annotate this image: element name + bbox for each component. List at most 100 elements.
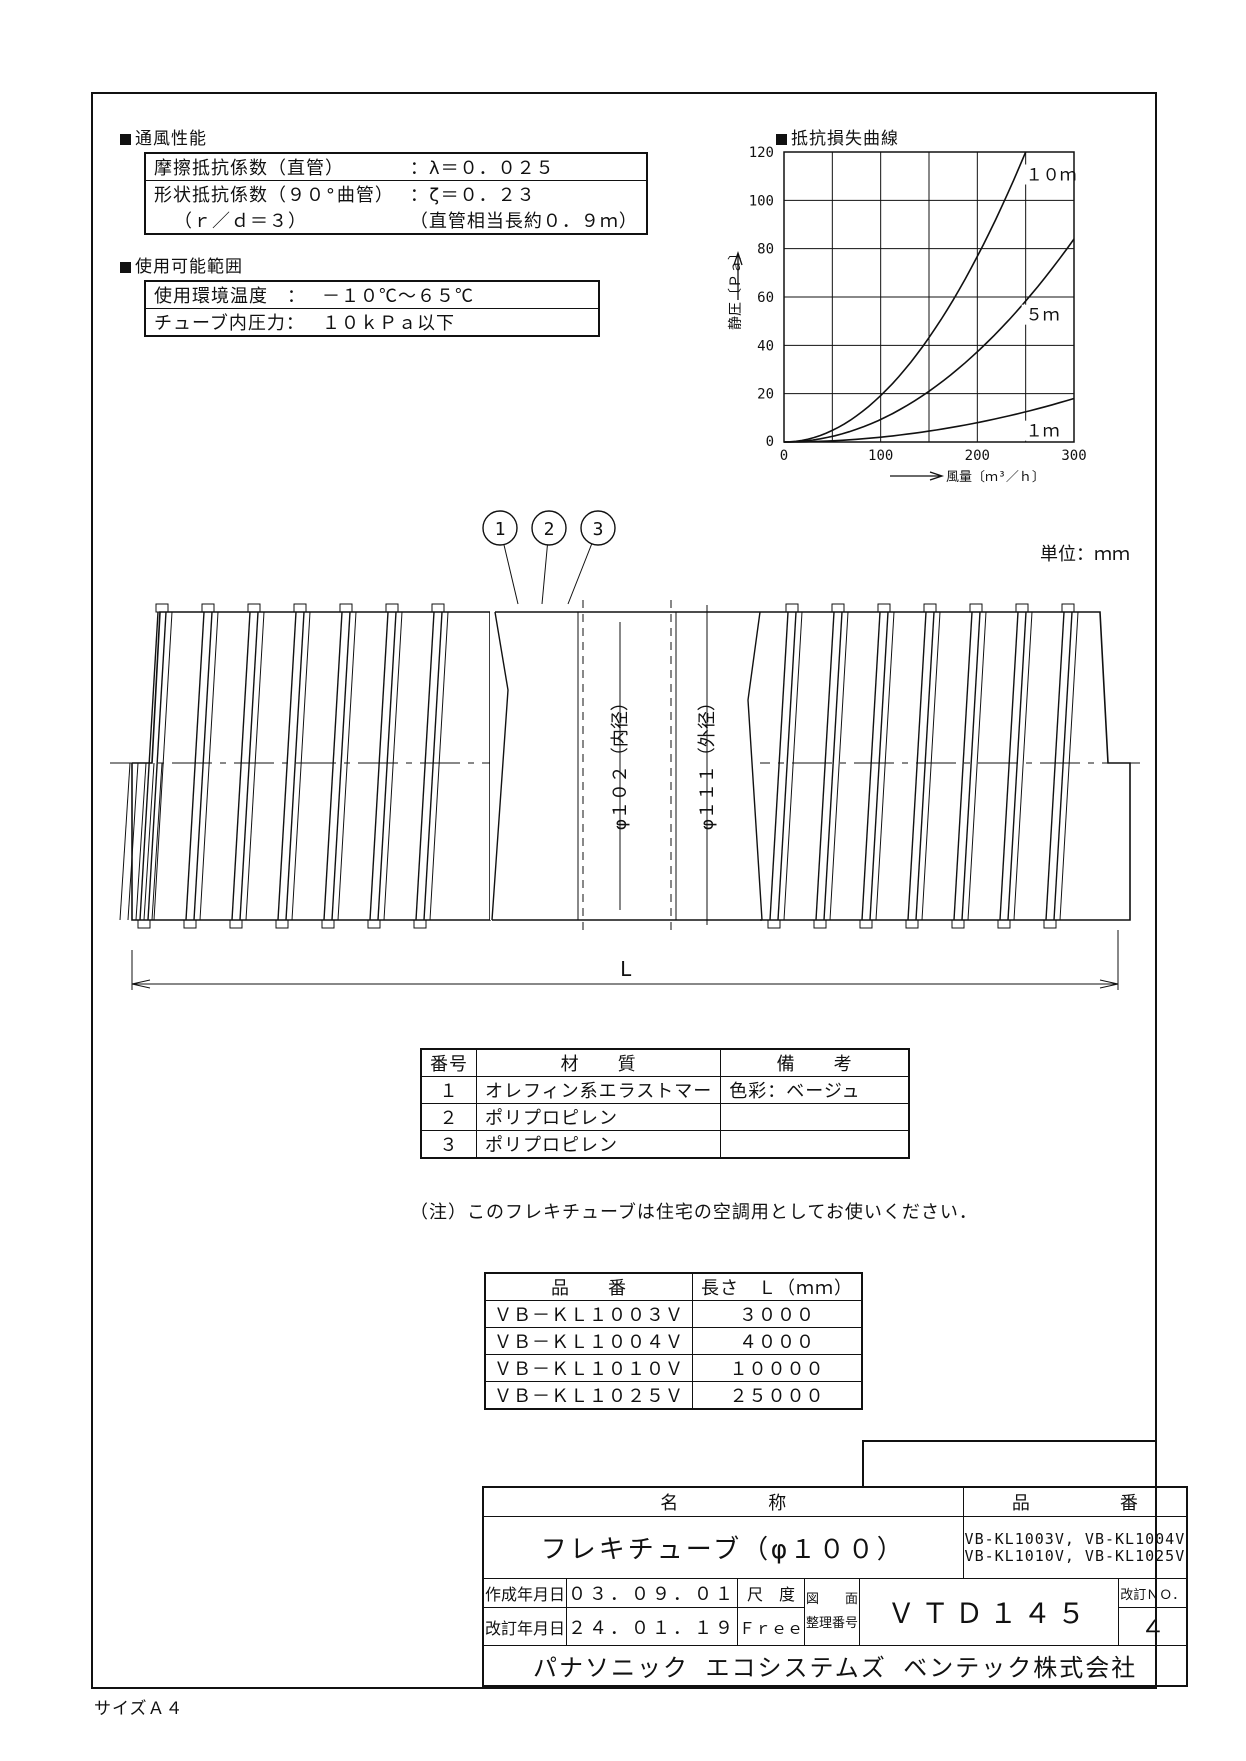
rib-cap [1061, 603, 1075, 613]
rib-cap [1043, 919, 1057, 929]
rib-cap [339, 603, 353, 613]
rib-line [127, 762, 139, 921]
name-header: 名 称 [482, 1486, 964, 1517]
unit-label: 単位：ｍｍ [1040, 544, 1130, 565]
break-line-right [747, 611, 763, 921]
drawing-no-label: 図 面 整理番号 [804, 1578, 861, 1646]
rib-line [231, 611, 251, 921]
range-header: 使用可能範囲 [120, 252, 243, 277]
rib-cap [201, 603, 215, 613]
airflow-label: （ｒ／ｄ＝３） [174, 211, 307, 232]
rib-line [1045, 611, 1065, 921]
rib-line [285, 611, 305, 921]
cut-section [490, 612, 760, 920]
rib-line [143, 762, 155, 921]
series-label-bg [1021, 304, 1066, 325]
range-label: チューブ内圧力： [154, 313, 305, 334]
x-axis-label: 風量〔ｍ³／ｈ〕 [946, 470, 1045, 485]
rib-line [323, 611, 343, 921]
rib-line [823, 611, 843, 921]
range-table: 使用環境温度 ：－１０℃～６５℃ チューブ内圧力：１０ｋＰａ以下 [144, 280, 600, 337]
rib-line [829, 611, 849, 921]
rib-cap [385, 603, 399, 613]
company-name: パナソニック エコシステムズ ベンテック株式会社 [482, 1645, 1188, 1686]
product-numbers: VB-KL1003V, VB-KL1004V VB-KL1010V, VB-KL… [962, 1516, 1188, 1579]
rib-cap [785, 603, 799, 613]
break-line-left [491, 611, 509, 921]
airflow-label: 形状抵抗係数（９０°曲管） [154, 185, 394, 206]
square-bullet-icon [120, 261, 131, 273]
y-axis-label: 静圧〔Ｐａ〕 [728, 246, 744, 330]
revision-number: ４ [1118, 1607, 1188, 1646]
rib-line [1053, 611, 1073, 921]
part-number: 1 [495, 519, 506, 540]
rib-line [199, 611, 219, 921]
rib-cap [275, 919, 289, 929]
airflow-header: 通風性能 [120, 124, 207, 149]
rib-line [153, 611, 173, 921]
rib-line [915, 611, 935, 921]
airflow-table: 摩擦抵抗係数（直管）：λ＝０．０２５ 形状抵抗係数（９０°曲管）：ζ＝０．２３ … [144, 152, 648, 235]
rib-line [415, 611, 435, 921]
part-balloon [531, 510, 567, 546]
range-label: 使用環境温度 ： [145, 281, 314, 309]
rib-line [777, 611, 797, 921]
pipe-outline-left [131, 612, 491, 921]
arrow-left-icon [131, 979, 151, 989]
rib-line [1059, 611, 1079, 921]
rib-line [815, 611, 835, 921]
revised-date: ２４．０１．１９ [566, 1607, 739, 1646]
rib-cap [831, 603, 845, 613]
x-tick-label: 100 [868, 448, 893, 464]
materials-header: 備 考 [720, 1048, 910, 1077]
y-tick-label: 100 [749, 193, 774, 209]
arrow-up-icon [733, 250, 743, 266]
rib-line [953, 611, 973, 921]
product-name: フレキチューブ（φ１００） [482, 1516, 964, 1579]
part-balloon [482, 510, 518, 546]
rib-line [377, 611, 397, 921]
pipe-outline-right [760, 611, 1131, 921]
table-row: １ オレフィン系エラストマー 色彩：ベージュ [420, 1076, 910, 1104]
rib-cap [951, 919, 965, 929]
rib-cap [431, 603, 445, 613]
arrow-right-icon [929, 471, 945, 481]
rib-line [961, 611, 981, 921]
rib-line [429, 611, 449, 921]
range-value: －１０℃～６５℃ [314, 281, 599, 309]
rib-line [783, 611, 803, 921]
rib-line [135, 762, 147, 921]
title-block-blank [862, 1440, 1157, 1486]
part-number: 2 [544, 519, 555, 540]
title-block: 名 称 品 番 フレキチューブ（φ１００） VB-KL1003V, VB-KL1… [482, 1486, 1189, 1687]
rib-line [921, 611, 941, 921]
rib-cap [413, 919, 427, 929]
airflow-value: （直管相当長約０．９ｍ） [409, 211, 638, 232]
y-tick-label: 80 [757, 242, 774, 258]
rib-line [139, 611, 159, 921]
rib-line [383, 611, 403, 921]
rib-line [151, 762, 163, 921]
products-header: 品 番 [484, 1272, 693, 1301]
rib-cap [183, 919, 197, 929]
rib-line [331, 611, 351, 921]
y-tick-label: 60 [757, 290, 774, 306]
rib-cap [137, 919, 151, 929]
rib-line [423, 611, 443, 921]
square-bullet-icon [120, 133, 131, 145]
rib-line [337, 611, 357, 921]
y-tick-label: 20 [757, 387, 774, 403]
series-label-bg [1021, 164, 1066, 185]
materials-header: 番号 [420, 1048, 477, 1077]
rib-line [193, 611, 213, 921]
rib-cap [367, 919, 381, 929]
rib-line [245, 611, 265, 921]
rib-line [119, 762, 131, 921]
series-label: １０ｍ [1026, 166, 1077, 186]
drawing-number: ＶＴＤ１４５ [859, 1578, 1120, 1646]
part-number: 3 [593, 519, 604, 540]
length-label: L [620, 957, 632, 981]
